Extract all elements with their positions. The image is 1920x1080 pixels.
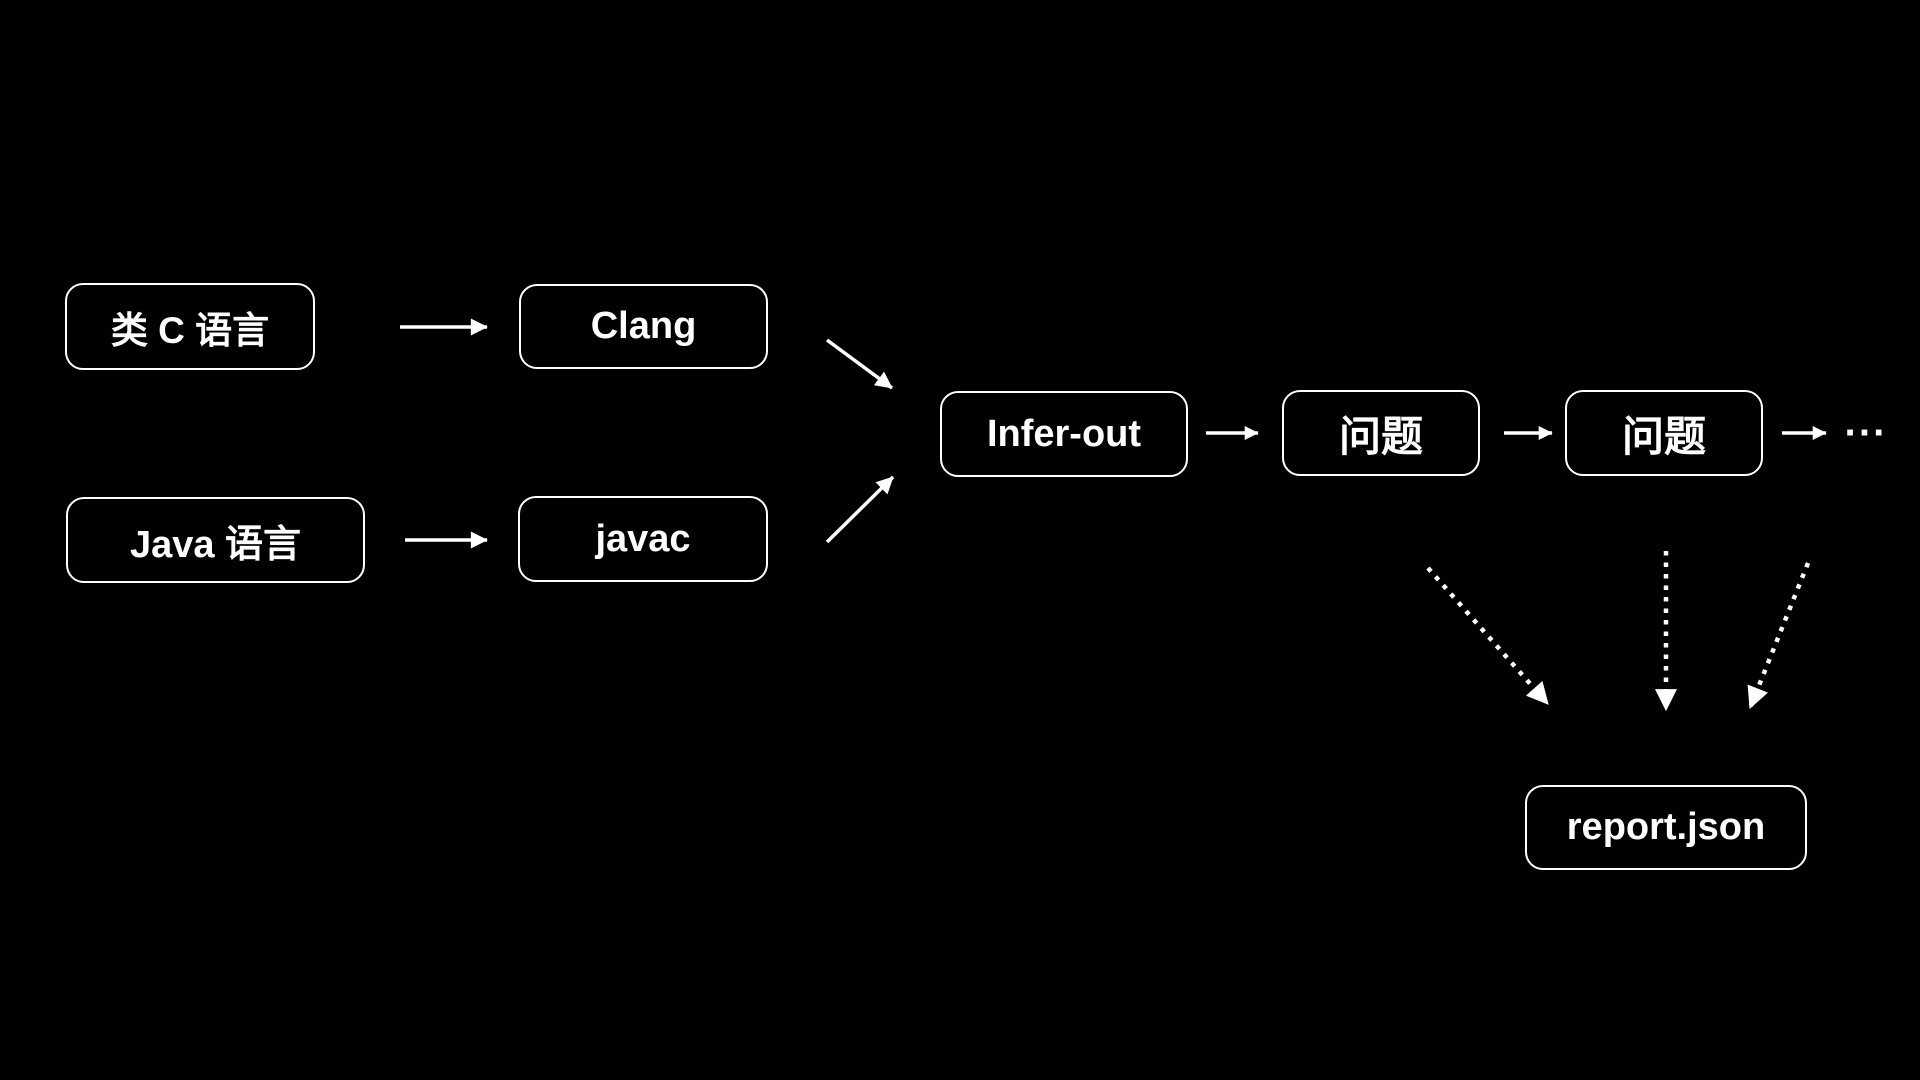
node-javac: javac (518, 496, 768, 582)
node-java-language: Java 语言 (66, 497, 365, 583)
arrow-clang-to-infer-out (825, 338, 894, 390)
node-c-like-language: 类 C 语言 (65, 283, 315, 370)
node-clang-label: Clang (590, 305, 697, 347)
node-issue-2-label: 问题 (1621, 412, 1706, 460)
node-issue-1-label: 问题 (1338, 412, 1423, 460)
dotted-arrow-ellipsis-to-report (1747, 562, 1811, 710)
node-java-language-label: Java 语言 (129, 523, 302, 566)
node-c-like-language-label: 类 C 语言 (110, 309, 270, 351)
arrow-javac-to-infer-out (825, 475, 895, 544)
node-issue-1: 问题 (1282, 390, 1480, 476)
node-clang: Clang (519, 284, 768, 369)
node-javac-label: javac (595, 517, 691, 560)
node-issue-2: 问题 (1565, 390, 1763, 476)
dotted-arrow-issue-1-to-report (1426, 566, 1550, 706)
node-report-json: report.json (1525, 785, 1807, 870)
node-infer-out-label: Infer-out (986, 412, 1142, 455)
ellipsis-more-issues: ··· (1844, 410, 1888, 455)
node-infer-out: Infer-out (940, 391, 1188, 477)
node-report-json-label: report.json (1566, 806, 1766, 848)
